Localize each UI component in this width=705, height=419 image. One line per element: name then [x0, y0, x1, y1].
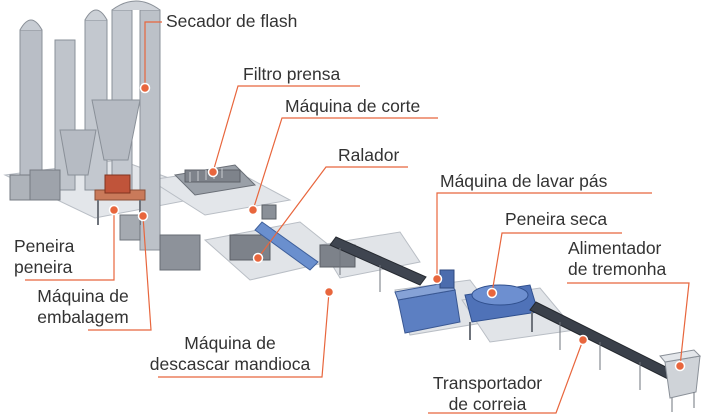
marker-packing: [137, 210, 149, 222]
label-hopper-feeder-line1: Alimentador: [568, 238, 662, 258]
marker-cutting-machine: [247, 204, 259, 216]
marker-sieve: [108, 204, 120, 216]
label-packing-line2: embalagem: [37, 307, 129, 327]
label-peeler-line1: Máquina de: [184, 333, 276, 353]
label-conveyor-line2: de correia: [448, 394, 527, 414]
label-peeler-line2: descascar mandioca: [149, 354, 311, 374]
marker-filter-press: [207, 166, 219, 178]
label-sieve-line1: Peneira: [14, 236, 75, 256]
label-hopper-feeder: Alimentador de tremonha: [568, 238, 666, 280]
leader-markers: [108, 82, 686, 372]
label-filter-press: Filtro prensa: [243, 64, 341, 84]
marker-flash-dryer: [139, 82, 151, 94]
marker-hopper-feeder: [674, 360, 686, 372]
label-sieve-line2: peneira: [14, 257, 73, 277]
leader-lines: [25, 21, 690, 414]
dry-sieve-machine: [464, 284, 539, 340]
label-packing: Máquina de embalagem: [8, 286, 158, 328]
cutting-and-grater-machines: [229, 204, 356, 271]
marker-grater: [252, 252, 264, 264]
marker-conveyor: [577, 334, 589, 346]
hopper-feeder-machine: [659, 349, 702, 412]
label-blade-washer: Máquina de lavar pás: [440, 171, 608, 191]
label-sieve: Peneira peneira: [14, 236, 74, 278]
label-conveyor-line1: Transportador: [432, 373, 543, 393]
marker-peeler: [323, 286, 335, 298]
label-flash-dryer: Secador de flash: [166, 11, 298, 31]
label-cutting-machine: Máquina de corte: [285, 96, 421, 116]
filter-press-machine: [173, 164, 257, 196]
flash-dryer-machine: [9, 0, 201, 271]
label-grater: Ralador: [338, 145, 400, 165]
sieve-and-packing-machine: [94, 174, 146, 241]
blade-washer-machine: [394, 269, 461, 334]
label-dry-sieve: Peneira seca: [505, 209, 608, 229]
peeler-conveyor: [329, 236, 427, 292]
label-conveyor: Transportador de correia: [420, 373, 555, 415]
label-peeler: Máquina de descascar mandioca: [140, 333, 320, 375]
marker-dry-sieve: [486, 287, 498, 299]
label-packing-line1: Máquina de: [37, 286, 129, 306]
marker-blade-washer: [431, 273, 443, 285]
label-hopper-feeder-line2: de tremonha: [568, 259, 667, 279]
